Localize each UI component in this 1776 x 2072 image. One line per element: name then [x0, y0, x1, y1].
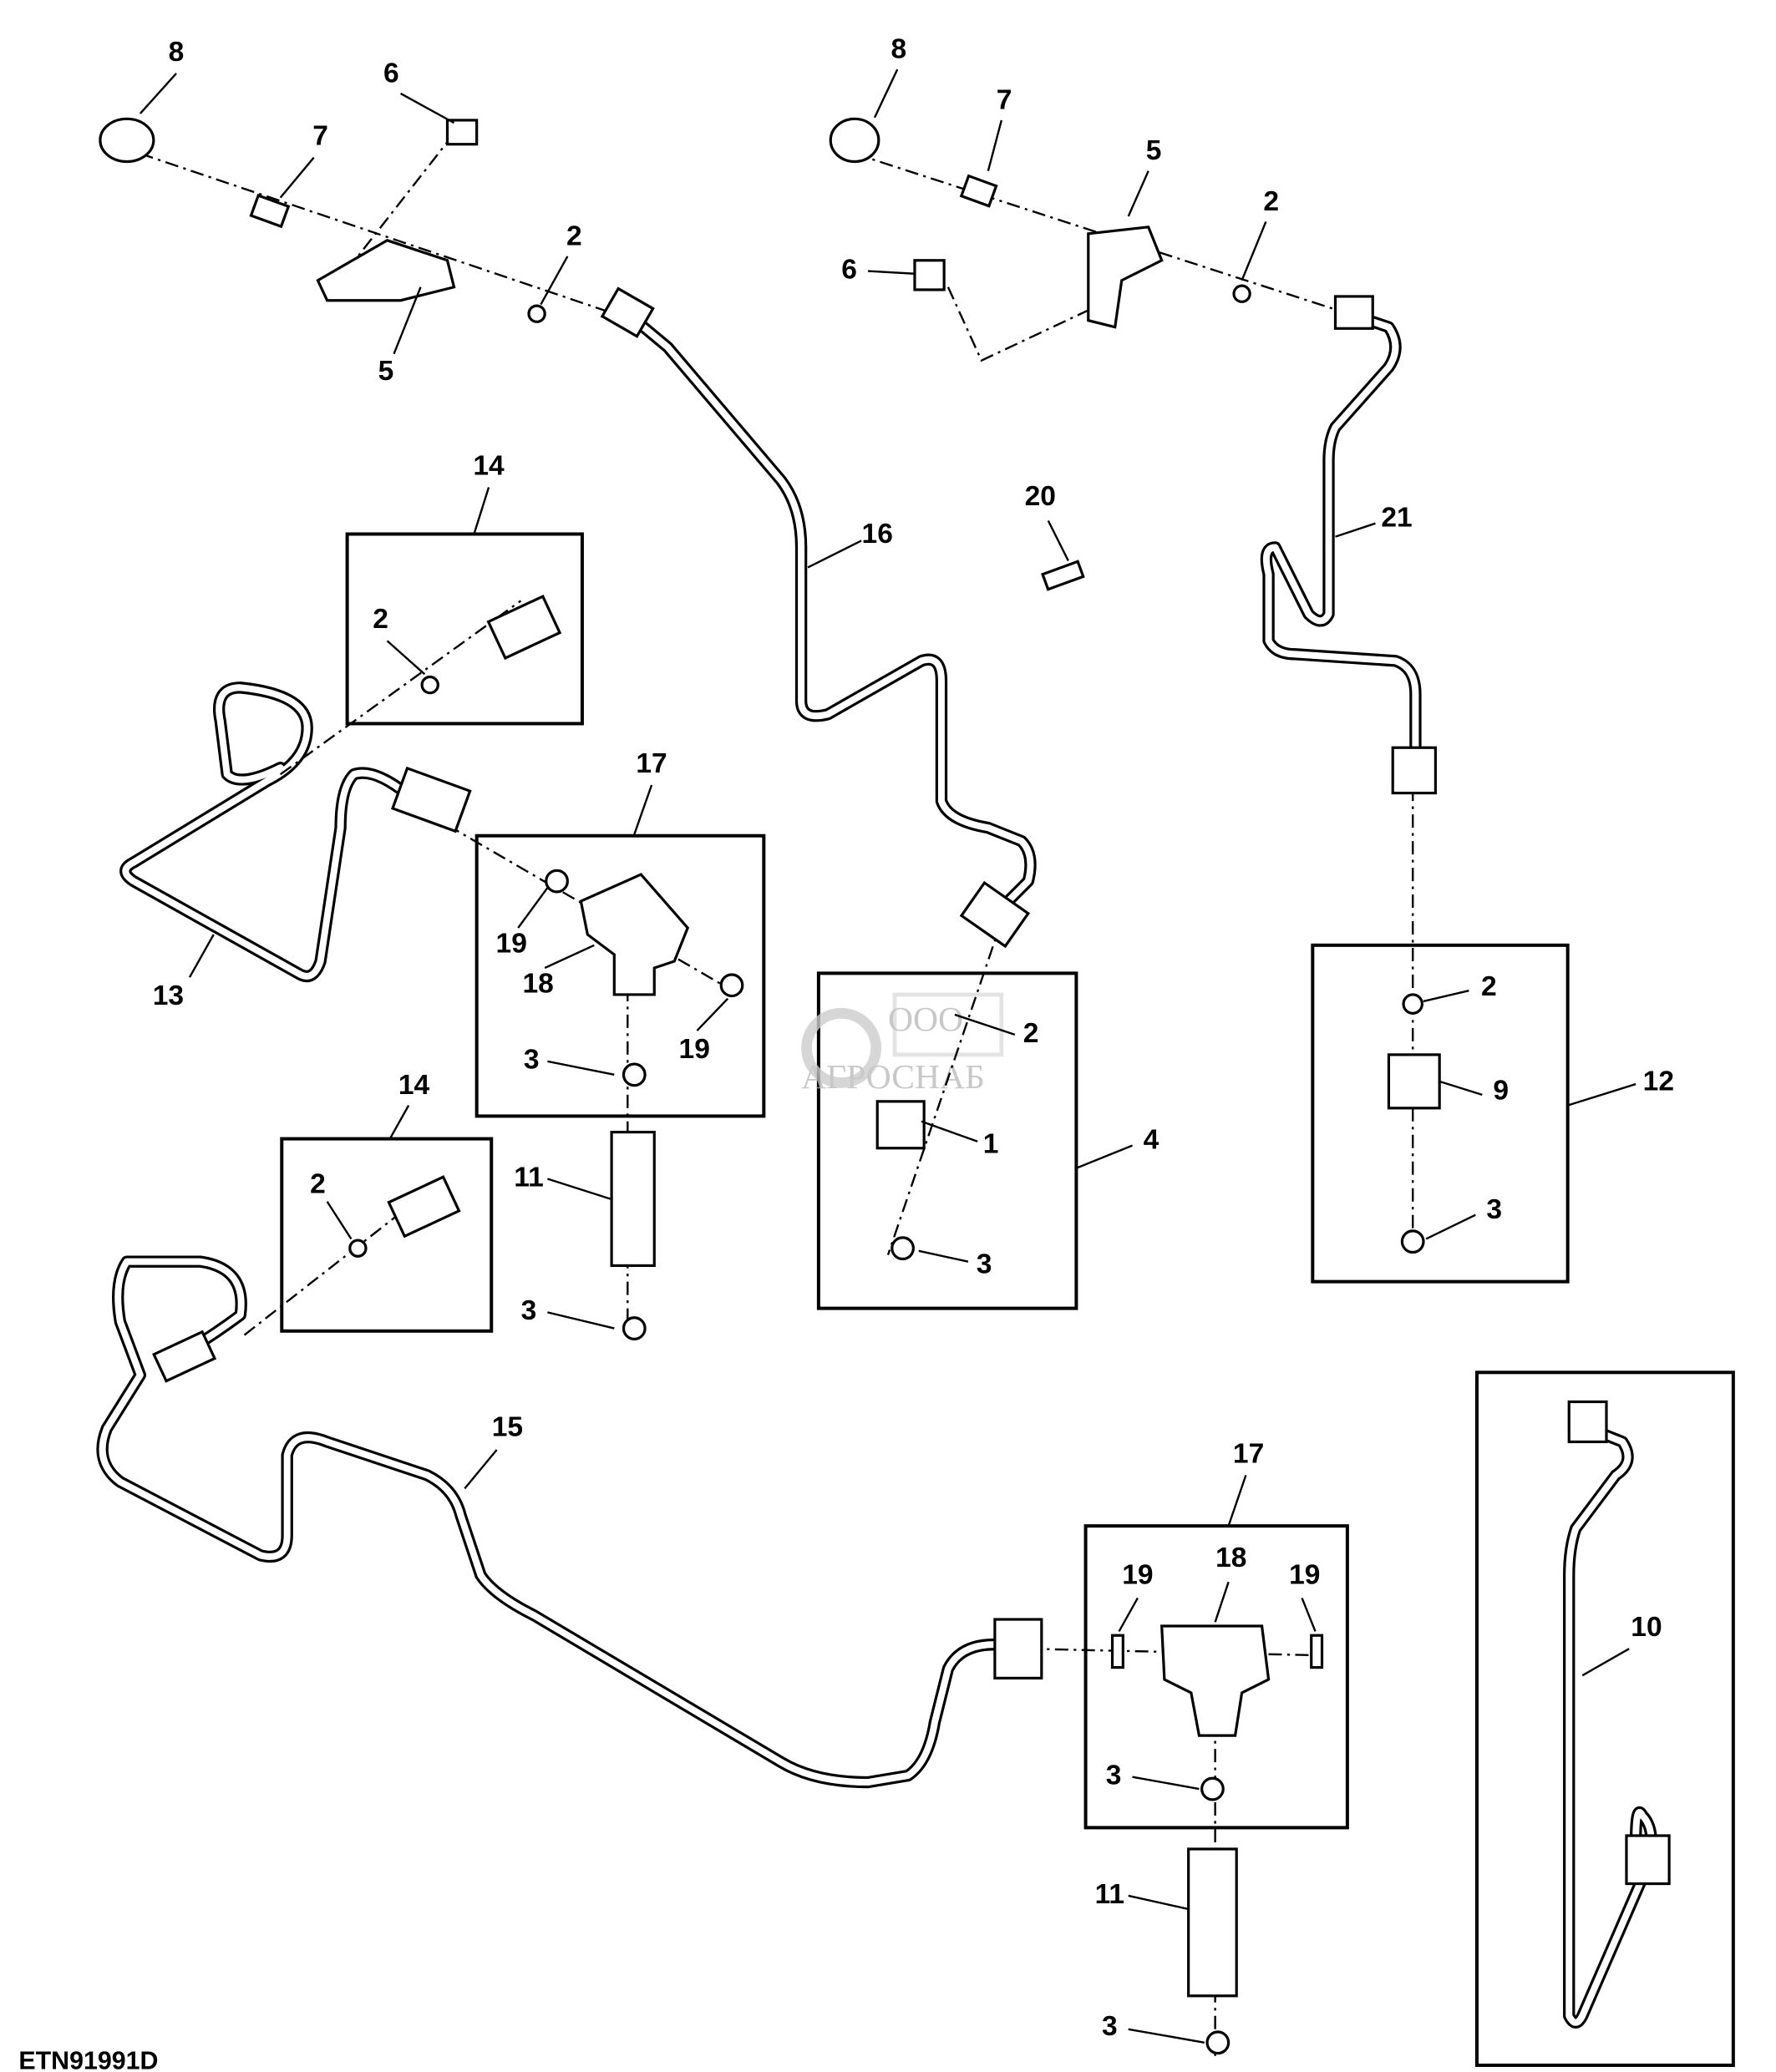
group-box-14-lower [280, 1137, 494, 1333]
tube-15 [96, 1255, 1008, 1789]
callout-21: 21 [1381, 503, 1412, 534]
callout-12: 12 [1643, 1066, 1674, 1097]
callout-14: 14 [473, 450, 505, 481]
callout-11: 11 [514, 1162, 543, 1193]
callout-20: 20 [1025, 481, 1056, 512]
callout-19: 19 [1122, 1560, 1153, 1591]
fittings [99, 117, 1671, 2055]
tube-16 [622, 307, 1037, 914]
callout-7: 7 [997, 84, 1012, 115]
callout-3: 3 [1486, 1194, 1502, 1225]
callout-5: 5 [1146, 135, 1162, 166]
axis-line [140, 133, 1414, 2056]
callout-13: 13 [153, 980, 184, 1011]
group-box-17-upper [474, 833, 766, 1118]
callout-2: 2 [310, 1168, 326, 1199]
callout-4: 4 [1144, 1125, 1159, 1156]
callout-6: 6 [841, 254, 857, 285]
callout-2: 2 [566, 220, 582, 251]
callout-6: 6 [383, 58, 399, 89]
callout-8: 8 [891, 34, 906, 65]
callout-10: 10 [1631, 1612, 1662, 1643]
callout-11: 11 [1095, 1879, 1124, 1910]
callout-8: 8 [169, 37, 185, 68]
callout-5: 5 [378, 356, 394, 387]
callout-15: 15 [492, 1411, 523, 1442]
callout-9: 9 [1493, 1075, 1509, 1106]
callout-18: 18 [1215, 1543, 1246, 1573]
callout-7: 7 [312, 121, 328, 152]
callout-2: 2 [1481, 971, 1497, 1002]
callout-3: 3 [524, 1045, 540, 1076]
callout-1: 1 [983, 1128, 999, 1159]
callout-3: 3 [521, 1295, 537, 1326]
callout-3: 3 [977, 1249, 992, 1279]
group-box-12 [1311, 943, 1570, 1284]
callout-19: 19 [496, 929, 527, 960]
callout-14: 14 [398, 1070, 430, 1101]
callout-3: 3 [1102, 2011, 1118, 2042]
group-box-14-upper [345, 532, 584, 726]
tube-21 [1260, 307, 1422, 754]
callout-2: 2 [1023, 1018, 1039, 1049]
tube-13 [119, 681, 414, 983]
diagram-code: ETN91991D [18, 2048, 158, 2072]
group-box-4 [816, 971, 1078, 1310]
callout-17: 17 [1233, 1438, 1264, 1469]
callout-18: 18 [523, 969, 554, 1000]
callout-19: 19 [1289, 1560, 1320, 1591]
watermark-prefix: ООО [888, 1000, 963, 1038]
group-box-17-lower [1083, 1524, 1349, 1830]
watermark-name: АГРОСНАБ [801, 1057, 985, 1096]
leader-lines [139, 68, 1636, 2044]
callout-16: 16 [862, 519, 893, 550]
callout-2: 2 [373, 604, 388, 635]
callout-19: 19 [679, 1034, 710, 1065]
callout-17: 17 [636, 748, 667, 779]
watermark-logo: ООО АГРОСНАБ [801, 992, 1004, 1096]
group-box-10 [1474, 1370, 1735, 2067]
callout-3: 3 [1106, 1760, 1122, 1791]
tube-10 [1563, 1422, 1657, 2029]
callout-2: 2 [1263, 186, 1279, 217]
